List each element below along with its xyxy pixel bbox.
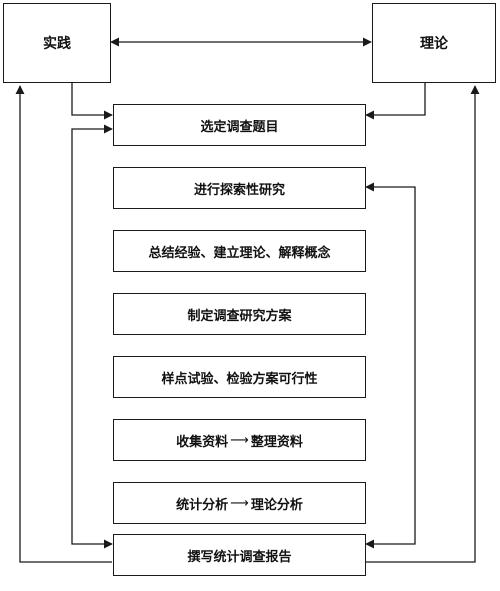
practice-label: 实践: [43, 36, 71, 52]
step-collect-data: 收集资料 ⟶ 整理资料: [113, 419, 366, 461]
theory-box: 理论: [372, 3, 496, 83]
step-select-topic: 选定调查题目: [113, 104, 366, 146]
step-label: 选定调查题目: [200, 119, 279, 135]
step-label: 统计分析: [176, 497, 229, 513]
step-label-after: 整理资料: [250, 434, 303, 450]
theory-label: 理论: [420, 36, 448, 52]
right-arrow-icon: ⟶: [230, 495, 249, 511]
topic-report-left-loop: [71, 124, 113, 549]
step-pilot-test: 样点试验、检验方案可行性: [113, 356, 366, 398]
step-label: 收集资料: [176, 434, 229, 450]
step-exploratory-research: 进行探索性研究: [113, 167, 366, 209]
report-to-theory-arrow: [366, 85, 480, 563]
step-label: 制定调查研究方案: [187, 308, 292, 324]
theory-to-topic-arrow: [365, 83, 426, 120]
report-to-practice-arrow: [15, 85, 112, 563]
right-arrow-icon: ⟶: [230, 432, 249, 448]
practice-box: 实践: [3, 3, 111, 83]
step-label: 进行探索性研究: [193, 182, 285, 198]
practice-to-topic-arrow: [71, 83, 113, 120]
step-label: 总结经验、建立理论、解释概念: [148, 245, 331, 261]
step-write-report: 撰写统计调查报告: [113, 534, 366, 576]
explore-report-right-loop: [365, 182, 416, 549]
step-label: 样点试验、检验方案可行性: [161, 371, 318, 387]
step-label: 撰写统计调查报告: [187, 549, 292, 565]
step-label-after: 理论分析: [250, 497, 303, 513]
step-research-plan: 制定调查研究方案: [113, 293, 366, 335]
step-build-theory: 总结经验、建立理论、解释概念: [113, 230, 366, 272]
step-analysis: 统计分析 ⟶ 理论分析: [113, 482, 366, 524]
